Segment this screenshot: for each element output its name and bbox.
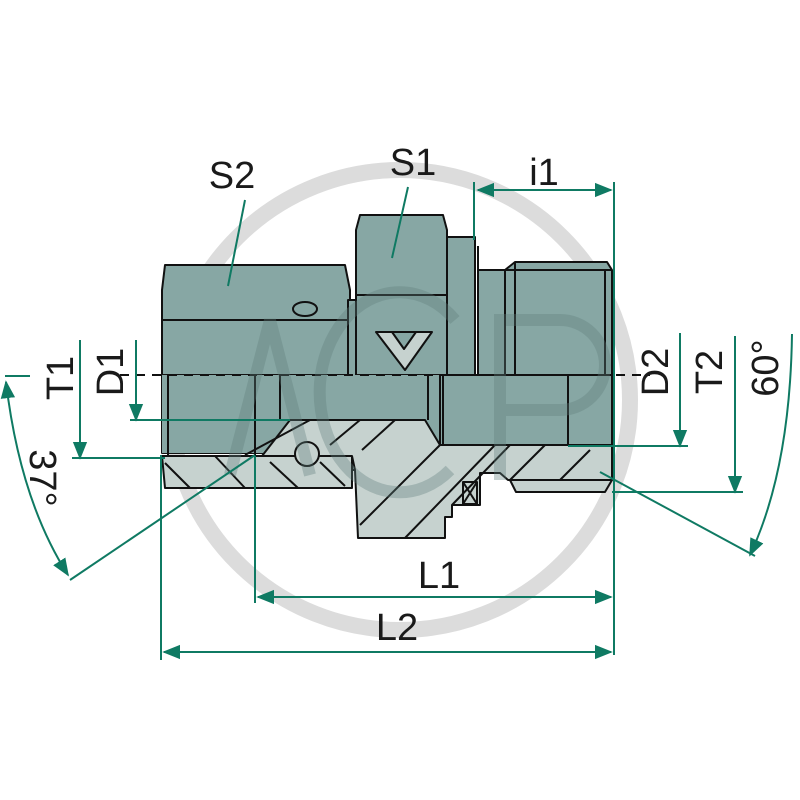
label-l1: L1 xyxy=(418,555,460,597)
label-s2: S2 xyxy=(209,155,255,197)
dimension-lines xyxy=(0,182,793,660)
fitting-section xyxy=(161,419,613,539)
o-ring xyxy=(294,441,320,467)
label-t1: T1 xyxy=(40,356,82,400)
label-angle-37: 37° xyxy=(21,449,63,506)
nut-hole xyxy=(292,301,318,317)
label-i1: i1 xyxy=(529,152,559,194)
label-s1: S1 xyxy=(390,142,436,184)
internal-edges xyxy=(167,375,569,456)
labels: S2 S1 i1 T1 D1 37° D2 T2 60° L1 L2 xyxy=(21,142,787,649)
label-d1: D1 xyxy=(90,348,132,397)
label-angle-60: 60° xyxy=(745,339,787,396)
label-t2: T2 xyxy=(689,350,731,394)
section-hatching xyxy=(164,419,591,539)
label-d2: D2 xyxy=(635,348,677,397)
fitting-body xyxy=(161,214,613,471)
watermark-letters xyxy=(224,286,611,499)
label-l2: L2 xyxy=(376,607,418,649)
